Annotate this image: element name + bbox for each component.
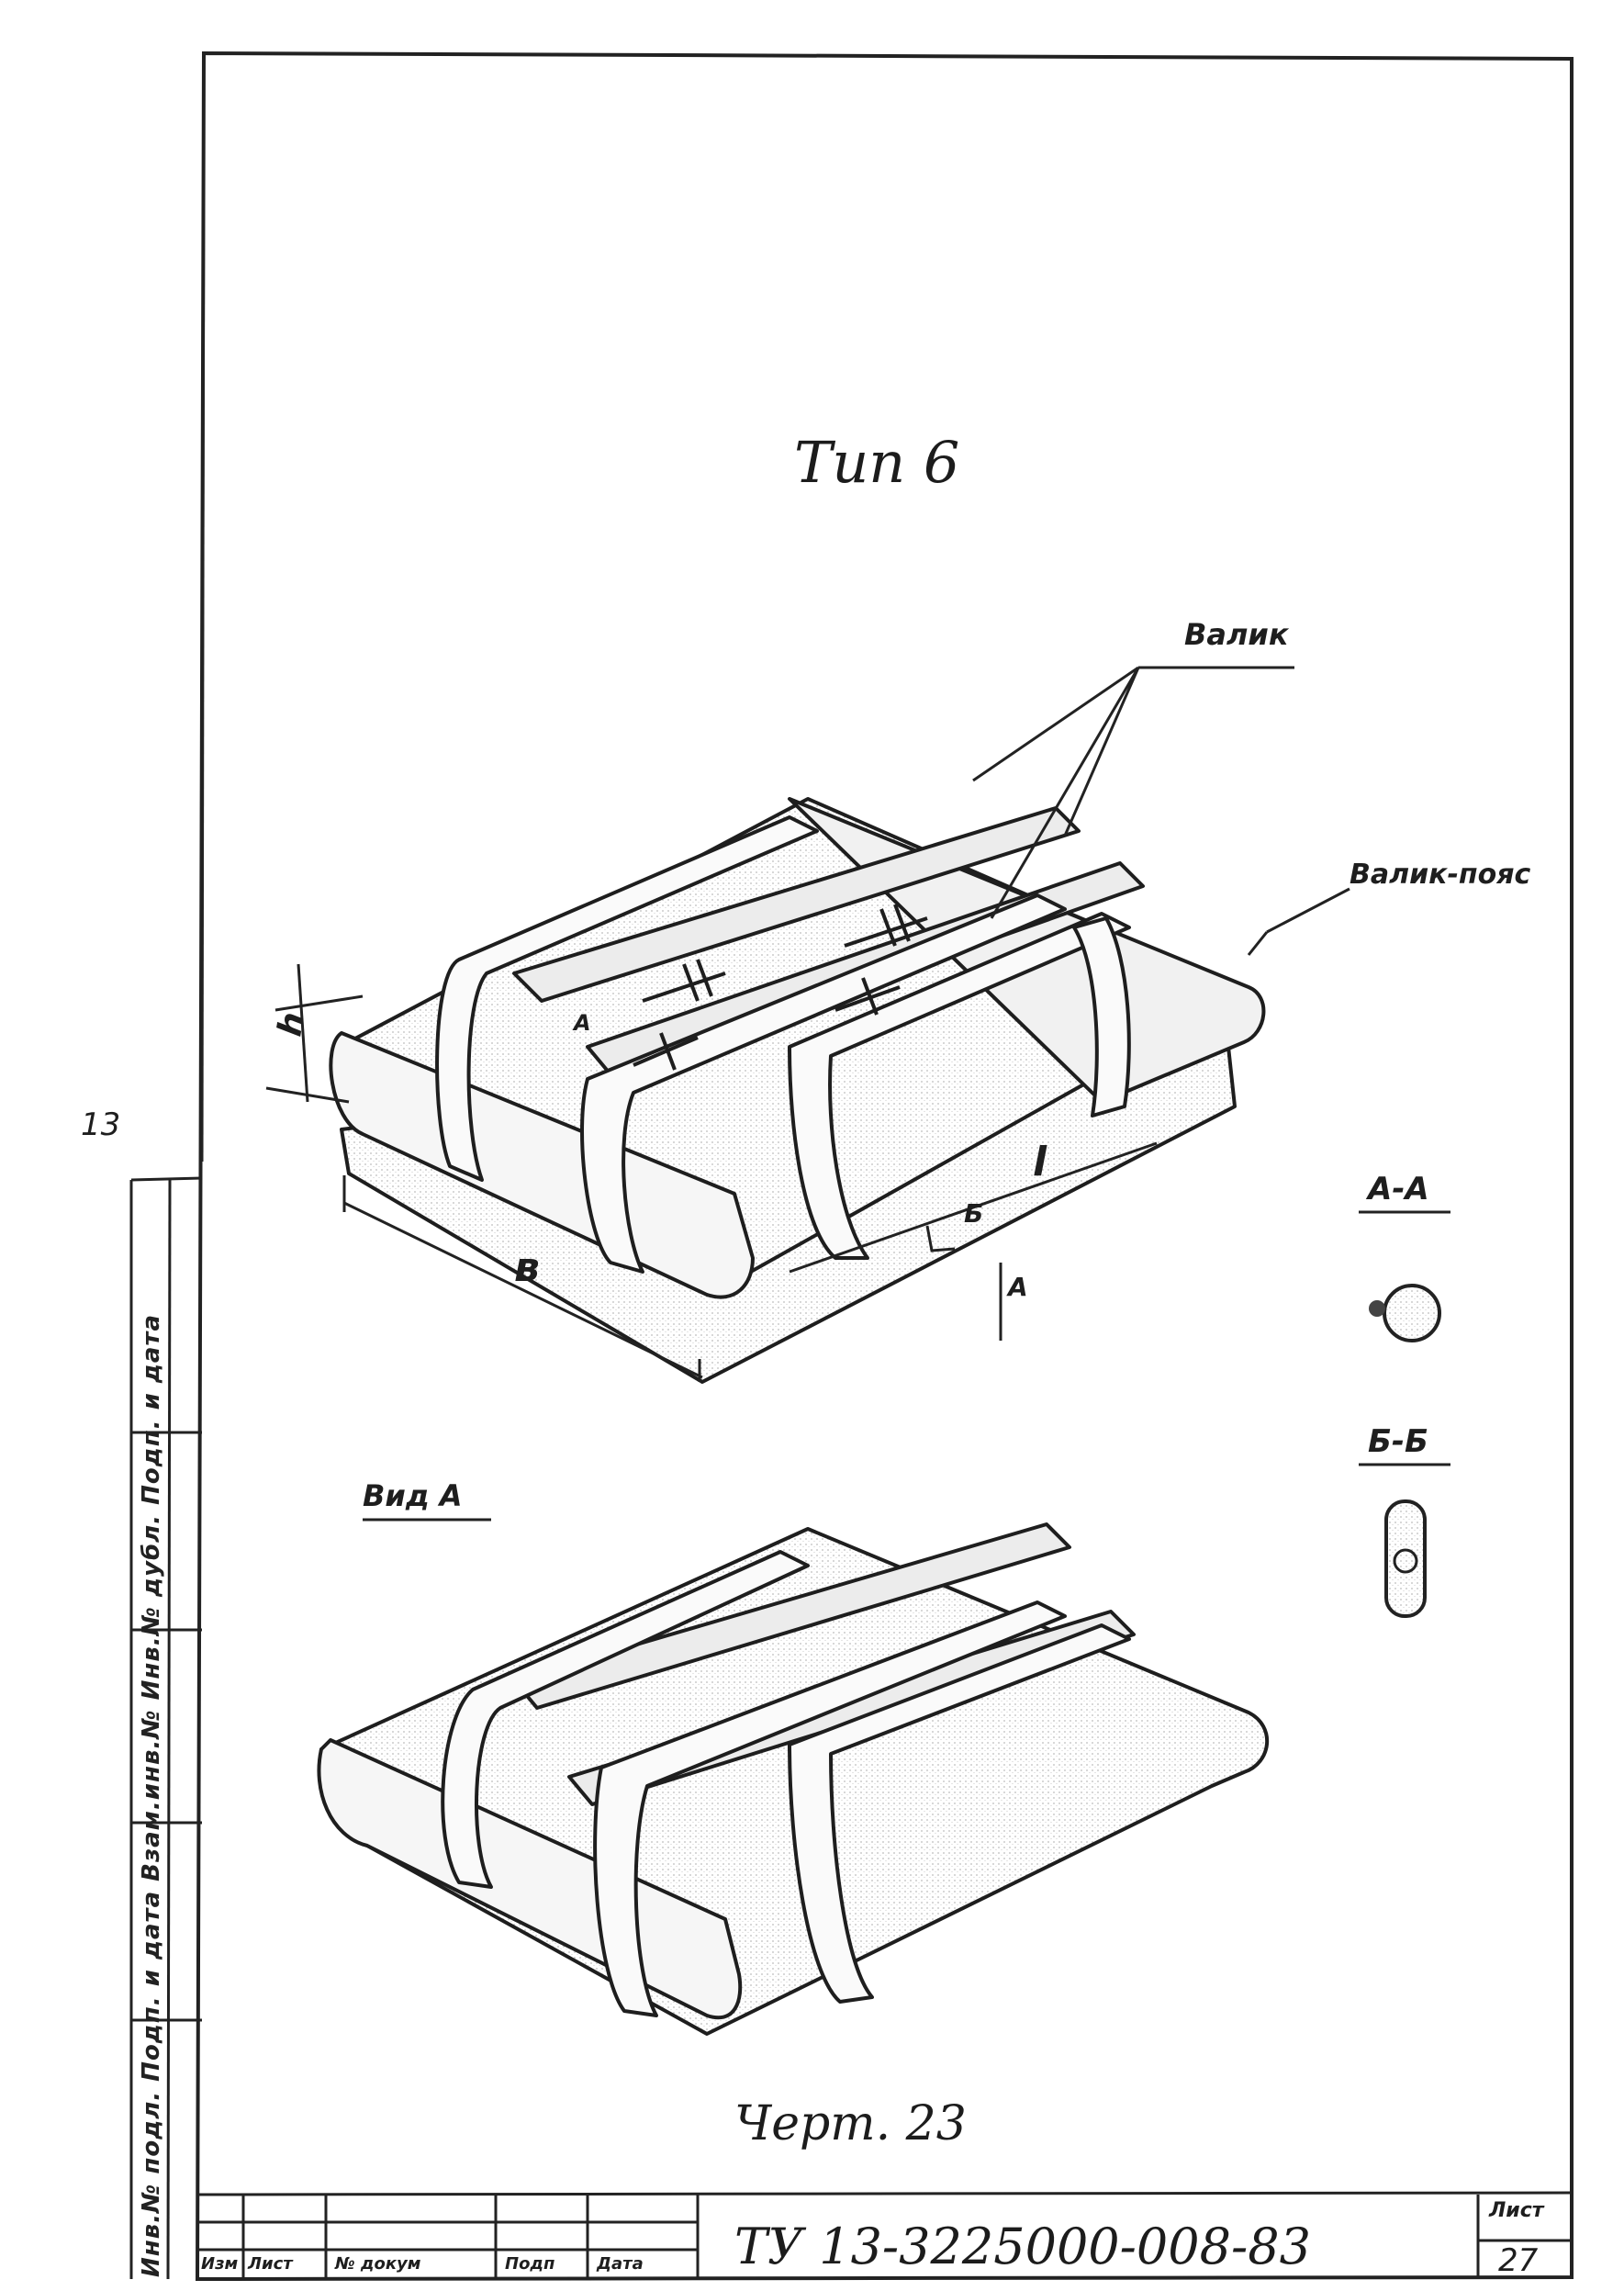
dim-length: l [1033,1139,1047,1185]
callout-roller-belt: Валик-пояс [1350,859,1531,891]
dim-section-b-marker: Б [964,1198,984,1229]
column-change: Изм [201,2254,239,2274]
document-code: ТУ 13-3225000-008-83 [734,2218,1311,2275]
dim-section-a-marker: А [1008,1272,1028,1302]
roller-long-1 [512,806,1081,1003]
column-doc-number: № докум [335,2254,421,2274]
column-date: Дата [597,2254,644,2274]
view-a-belt-1 [441,1550,810,1889]
sheet-number: 27 [1498,2242,1539,2279]
belt-far [1072,916,1131,1117]
belt-right [580,893,1067,1274]
column-signature: Подп [505,2254,555,2274]
binding-stamp-frame [129,1176,203,2280]
section-title-a-a: А-А [1368,1171,1429,1207]
dim-section-a-top: А [574,1010,591,1036]
section-underlines [363,1210,1450,1522]
wire-twists [633,904,928,1071]
sheet-label: Лист [1489,2199,1544,2222]
belt-left [435,815,819,1182]
view-a-roller-1 [512,1522,1071,1710]
view-a-belt-2 [593,1600,1067,2017]
sheet-frame [195,51,1574,2282]
title-block-columns: Изм Лист № докум Подп Дата [197,2254,698,2278]
view-a-belt-3 [788,1623,1131,2004]
binding-stamp: Инв.№ подл. Подп. и дата Взам.инв.№ Инв.… [130,1189,167,2282]
dim-width: в [514,1244,540,1291]
binding-stamp-text: Инв.№ подл. Подп. и дата Взам.инв.№ Инв.… [138,1313,165,2277]
callout-roller: Валик [1184,617,1289,652]
view-a-label: Вид А [363,1478,463,1513]
column-sheet: Лист [248,2254,293,2274]
leader-lines [972,666,1350,956]
margin-note: 13 [81,1106,121,1143]
drawing-caption: Черт. 23 [734,2096,967,2151]
section-a-a-symbol [1369,1284,1441,1342]
drawing-title: Тип 6 [794,429,959,496]
section-b-b-symbol [1384,1499,1427,1618]
title-block-grid [196,2191,1573,2279]
section-title-b-b: Б-Б [1368,1423,1428,1460]
package-main-drawing [329,797,1266,1384]
belt-right-2 [788,912,1131,1260]
package-view-a-drawing [317,1522,1270,2036]
dimension-lines [265,963,1158,1382]
